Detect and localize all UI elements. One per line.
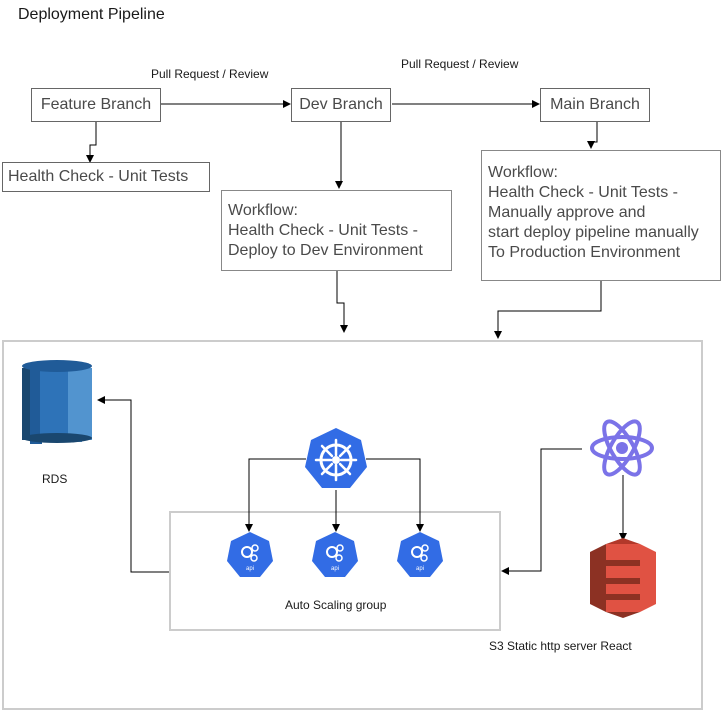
main-workflow-line: Workflow:: [488, 164, 558, 181]
arrow-dev-workflow-to-infra: [336, 271, 348, 333]
arrow-k8s-to-pod-3: [366, 458, 424, 532]
pod-api-label: api: [246, 566, 254, 572]
s3-label: S3 Static http server React: [489, 639, 632, 653]
rds-label: RDS: [42, 472, 68, 486]
dev-workflow-line: Workflow:: [228, 202, 298, 219]
arrow-main-to-workflow: [587, 122, 598, 149]
arrow-k8s-to-pod-1: [245, 458, 306, 532]
auto-scaling-group-label: Auto Scaling group: [285, 598, 387, 612]
dev-workflow-box: Workflow: Health Check - Unit Tests - De…: [221, 190, 452, 271]
main-branch-label: Main Branch: [550, 96, 640, 113]
kubernetes-pod-icon: api: [397, 532, 443, 577]
dev-workflow-line: Health Check - Unit Tests -: [228, 222, 418, 239]
feature-health-check-box: Health Check - Unit Tests: [2, 162, 210, 192]
feature-health-check-label: Health Check - Unit Tests: [8, 168, 189, 185]
kubernetes-pod-icon: api: [227, 532, 273, 577]
main-workflow-line: To Production Environment: [488, 244, 681, 261]
dev-branch-box: Dev Branch: [291, 88, 391, 122]
arrow-dev-to-workflow: [335, 122, 343, 189]
arrow-feature-to-check: [86, 122, 97, 163]
react-icon: [590, 419, 654, 477]
feature-branch-label: Feature Branch: [40, 96, 152, 113]
feature-branch-box: Feature Branch: [31, 88, 161, 122]
pod-api-label: api: [416, 566, 424, 572]
dev-branch-label: Dev Branch: [299, 96, 383, 113]
main-workflow-line: Health Check - Unit Tests -: [488, 184, 678, 201]
infrastructure-container: [2, 340, 703, 710]
auto-scaling-group-box: [169, 511, 501, 631]
edge-label-dev-to-main: Pull Request / Review: [401, 57, 519, 71]
main-workflow-box: Workflow: Health Check - Unit Tests - Ma…: [481, 150, 721, 281]
arrow-main-workflow-to-infra: [494, 281, 602, 339]
dev-workflow-line: Deploy to Dev Environment: [228, 242, 423, 259]
diagram-title: Deployment Pipeline: [18, 6, 165, 23]
main-branch-box: Main Branch: [540, 88, 650, 122]
pod-api-label: api: [331, 566, 339, 572]
main-workflow-line: start deploy pipeline manually: [488, 224, 699, 241]
arrow-asg-to-rds: [97, 396, 169, 573]
arrow-react-to-asg: [501, 448, 582, 575]
kubernetes-pod-icon: api: [312, 532, 358, 577]
main-workflow-line: Manually approve and: [488, 204, 646, 221]
kubernetes-icon: [305, 428, 367, 488]
edge-label-feature-to-dev: Pull Request / Review: [151, 67, 269, 81]
rds-database-icon: [22, 360, 92, 444]
s3-bucket-icon: [590, 538, 656, 618]
